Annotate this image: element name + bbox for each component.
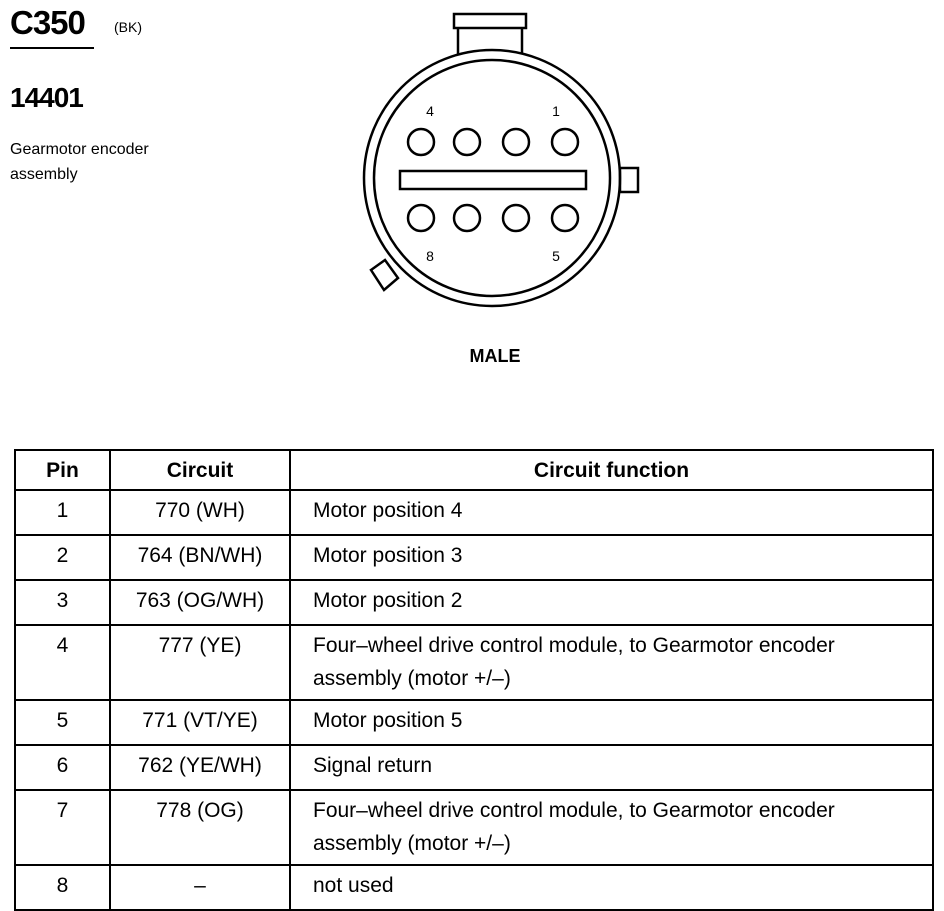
table-row: 1 770 (WH) Motor position 4 (14, 489, 934, 536)
circuit-cell: 762 (YE/WH) (109, 744, 291, 791)
connector-latch-top (452, 12, 528, 30)
component-description: Gearmotor encoder assembly (10, 137, 210, 187)
circuit-cell: 771 (VT/YE) (109, 699, 291, 746)
table-row: 3 763 (OG/WH) Motor position 2 (14, 579, 934, 626)
circuit-cell: – (109, 864, 291, 911)
connector-gender-label: MALE (469, 346, 521, 366)
connector-face-diagram: 4 1 8 5 (362, 12, 640, 308)
pin-cell: 7 (14, 789, 111, 866)
connector-color: (BK) (114, 19, 142, 35)
table-row: 7 778 (OG) Four–wheel drive control modu… (14, 789, 934, 866)
pin-7-socket (452, 203, 482, 233)
table-row: 4 777 (YE) Four–wheel drive control modu… (14, 624, 934, 701)
table-row: 5 771 (VT/YE) Motor position 5 (14, 699, 934, 746)
connector-center-bar (398, 169, 588, 191)
pin-label-5: 5 (552, 248, 560, 264)
pin-4-socket (406, 127, 436, 157)
header-circuit: Circuit (109, 449, 291, 491)
header-circuit-function: Circuit function (289, 449, 934, 491)
circuit-cell: 770 (WH) (109, 489, 291, 536)
function-cell: not used (289, 864, 934, 911)
circuit-cell: 763 (OG/WH) (109, 579, 291, 626)
pin-label-8: 8 (426, 248, 434, 264)
pin-cell: 5 (14, 699, 111, 746)
pin-cell: 4 (14, 624, 111, 701)
header-pin: Pin (14, 449, 111, 491)
connector-key-tab-right (618, 166, 640, 194)
function-cell: Motor position 2 (289, 579, 934, 626)
pin-5-socket (550, 203, 580, 233)
function-cell: Motor position 5 (289, 699, 934, 746)
pin-6-socket (501, 203, 531, 233)
connector-key-tab-lower-left (369, 258, 400, 292)
pin-cell: 8 (14, 864, 111, 911)
function-cell: Four–wheel drive control module, to Gear… (289, 624, 934, 701)
part-number: 14401 (10, 82, 84, 113)
table-row: 2 764 (BN/WH) Motor position 3 (14, 534, 934, 581)
pin-cell: 2 (14, 534, 111, 581)
pin-cell: 6 (14, 744, 111, 791)
pin-2-socket (501, 127, 531, 157)
pin-1-socket (550, 127, 580, 157)
pin-label-1: 1 (552, 103, 560, 119)
circuit-cell: 778 (OG) (109, 789, 291, 866)
function-cell: Motor position 4 (289, 489, 934, 536)
connector-housing-inner (372, 58, 612, 298)
pin-8-socket (406, 203, 436, 233)
function-cell: Signal return (289, 744, 934, 791)
table-row: 6 762 (YE/WH) Signal return (14, 744, 934, 791)
table-header-row: Pin Circuit Circuit function (14, 449, 934, 491)
pin-3-socket (452, 127, 482, 157)
circuit-cell: 777 (YE) (109, 624, 291, 701)
connector-id: C350 (10, 4, 86, 41)
description-line: Gearmotor encoder (10, 141, 149, 158)
pin-assignment-table: Pin Circuit Circuit function 1 770 (WH) … (14, 449, 934, 911)
function-cell: Four–wheel drive control module, to Gear… (289, 789, 934, 866)
circuit-cell: 764 (BN/WH) (109, 534, 291, 581)
connector-housing-outer (362, 48, 622, 308)
description-line: assembly (10, 166, 78, 183)
pin-cell: 1 (14, 489, 111, 536)
connector-id-underline (10, 47, 94, 49)
function-cell: Motor position 3 (289, 534, 934, 581)
pin-label-4: 4 (426, 103, 434, 119)
pin-cell: 3 (14, 579, 111, 626)
table-row: 8 – not used (14, 864, 934, 911)
